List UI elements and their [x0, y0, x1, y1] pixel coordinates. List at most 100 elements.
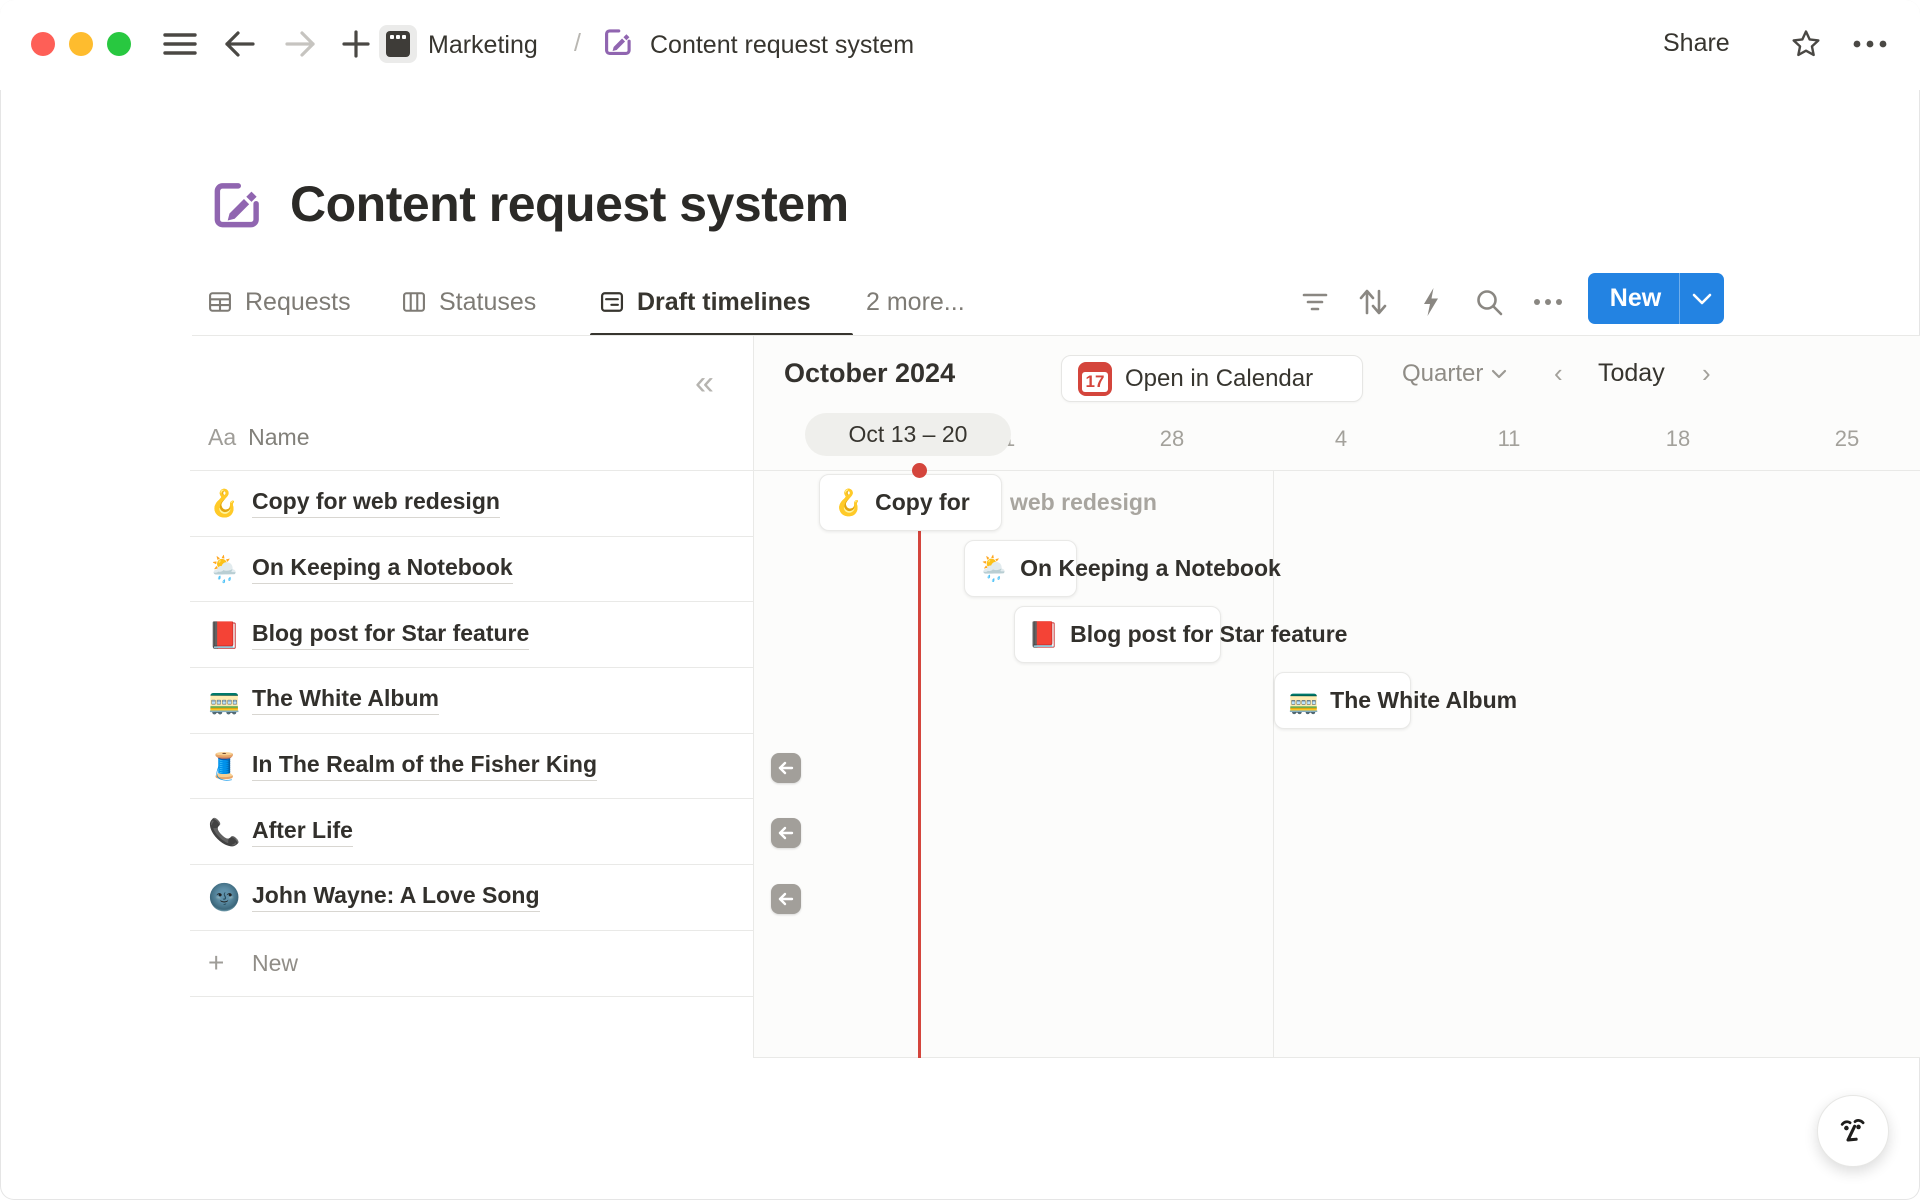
- text-property-icon: Aa: [208, 424, 237, 450]
- arrow-left-icon: [223, 29, 257, 59]
- timeline-next-button[interactable]: ›: [1702, 358, 1711, 388]
- lightning-icon: [1419, 286, 1443, 318]
- more-options-button[interactable]: [1848, 22, 1892, 66]
- week-label: 4: [1334, 426, 1348, 451]
- search-icon: [1474, 287, 1504, 317]
- chevron-down-icon: [1492, 369, 1507, 379]
- bar-title: The White Album: [1330, 687, 1518, 713]
- week-label: 11: [1497, 426, 1521, 451]
- traffic-zoom-button[interactable]: [107, 32, 131, 56]
- timeline-bar-copy-for-web-redesign[interactable]: 🪝 Copy for: [819, 474, 1002, 531]
- week-label: 25: [1834, 426, 1860, 451]
- timeline-table-panel: « Aa Name 🪝 Copy for web redesign 🌦️ On …: [190, 336, 753, 1058]
- board-view-icon: [400, 288, 428, 316]
- traffic-minimize-button[interactable]: [69, 32, 93, 56]
- bar-title: Copy for: [875, 489, 970, 515]
- breadcrumb-separator: /: [574, 29, 581, 57]
- tab-more-views[interactable]: 2 more...: [866, 280, 965, 324]
- bar-title: On Keeping a Notebook: [1020, 555, 1281, 581]
- tab-draft-timelines[interactable]: Draft timelines: [598, 280, 811, 324]
- traffic-close-button[interactable]: [31, 32, 55, 56]
- timeline-panel: October 2024 17 Open in Calendar Quarter…: [753, 336, 1920, 1058]
- calendar-icon: 17: [1078, 361, 1112, 396]
- timeline-bar-blog-post-for-star-feature[interactable]: 📕 Blog post for Star feature: [1014, 606, 1347, 663]
- view-options-button[interactable]: [1528, 282, 1568, 322]
- notion-ai-button[interactable]: [1817, 1095, 1889, 1167]
- row-emoji-icon: 📕: [208, 619, 241, 650]
- workspace-icon: [386, 31, 410, 57]
- table-row[interactable]: 🧵 In The Realm of the Fisher King: [190, 734, 753, 800]
- filter-button[interactable]: [1295, 282, 1335, 322]
- page-icon[interactable]: [206, 174, 268, 236]
- ellipsis-icon: [1852, 39, 1888, 49]
- row-emoji-icon: 🪝: [208, 488, 241, 519]
- automation-button[interactable]: [1411, 282, 1451, 322]
- page-title[interactable]: Content request system: [290, 176, 849, 232]
- scroll-to-bar-button[interactable]: [771, 884, 801, 914]
- breadcrumb-page-label[interactable]: Content request system: [650, 31, 915, 59]
- table-view-icon: [206, 288, 234, 316]
- star-icon: [1789, 27, 1823, 61]
- new-row-label: New: [252, 949, 299, 976]
- new-row-button[interactable]: + New: [190, 931, 753, 997]
- tab-label: Draft timelines: [637, 287, 811, 316]
- tab-label: 2 more...: [866, 287, 965, 316]
- favorite-button[interactable]: [1784, 22, 1828, 66]
- row-emoji-icon: 📞: [208, 816, 241, 847]
- chevron-down-icon: [1692, 293, 1712, 304]
- tab-label: Requests: [245, 287, 351, 316]
- date-row-divider: [754, 470, 1920, 471]
- sort-icon: [1357, 287, 1389, 317]
- row-emoji-icon: 🪝: [833, 488, 865, 517]
- week-label: 18: [1665, 426, 1691, 451]
- arrow-left-icon: [778, 826, 794, 840]
- search-view-button[interactable]: [1469, 282, 1509, 322]
- row-title: On Keeping a Notebook: [252, 554, 513, 585]
- timeline-today-button[interactable]: Today: [1598, 359, 1665, 387]
- timeline-prev-button[interactable]: ‹: [1554, 358, 1563, 388]
- sort-button[interactable]: [1353, 282, 1393, 322]
- tab-bar-divider: [192, 335, 1920, 336]
- sidebar-menu-button[interactable]: [158, 22, 202, 66]
- scroll-to-bar-button[interactable]: [771, 753, 801, 783]
- name-column-header[interactable]: Aa Name: [208, 424, 310, 451]
- row-emoji-icon: 🧵: [208, 751, 241, 782]
- row-emoji-icon: 🌦️: [208, 554, 241, 585]
- tab-statuses[interactable]: Statuses: [400, 280, 536, 324]
- table-row[interactable]: 🚃 The White Album: [190, 668, 753, 734]
- open-in-calendar-button[interactable]: 17 Open in Calendar: [1061, 355, 1363, 402]
- row-title: John Wayne: A Love Song: [252, 882, 540, 913]
- row-emoji-icon: 🌚: [208, 882, 241, 913]
- timeline-bar-on-keeping-a-notebook[interactable]: 🌦️ On Keeping a Notebook: [964, 540, 1281, 597]
- breadcrumb-workspace-label[interactable]: Marketing: [428, 31, 538, 59]
- forward-button[interactable]: [278, 22, 322, 66]
- row-title: Copy for web redesign: [252, 488, 500, 519]
- collapse-table-button[interactable]: «: [695, 364, 714, 402]
- table-row[interactable]: 📞 After Life: [190, 799, 753, 866]
- back-button[interactable]: [218, 22, 262, 66]
- new-tab-button[interactable]: [334, 22, 378, 66]
- timeline-zoom-selector[interactable]: Quarter: [1402, 360, 1507, 388]
- tab-label: Statuses: [439, 287, 537, 316]
- ai-face-icon: [1840, 1119, 1865, 1142]
- timeline-bar-the-white-album[interactable]: 🚃 The White Album: [1274, 672, 1517, 729]
- table-row[interactable]: 📕 Blog post for Star feature: [190, 602, 753, 669]
- new-record-button[interactable]: New: [1609, 284, 1662, 312]
- tab-requests[interactable]: Requests: [206, 280, 351, 324]
- plus-icon: [341, 29, 371, 59]
- table-row[interactable]: 🪝 Copy for web redesign: [190, 471, 753, 537]
- row-title: In The Realm of the Fisher King: [252, 751, 598, 782]
- scroll-to-bar-button[interactable]: [771, 818, 801, 848]
- hamburger-icon: [163, 31, 197, 57]
- table-row[interactable]: 🌚 John Wayne: A Love Song: [190, 865, 753, 931]
- row-emoji-icon: 🚃: [1288, 686, 1320, 715]
- calendar-icon-day: 17: [1082, 371, 1108, 392]
- week-label: 28: [1159, 426, 1185, 451]
- breadcrumb-workspace-item[interactable]: [379, 25, 417, 63]
- table-row[interactable]: 🌦️ On Keeping a Notebook: [190, 537, 753, 603]
- share-button[interactable]: Share: [1663, 29, 1730, 57]
- timeline-view-icon: [598, 288, 626, 316]
- new-record-dropdown-button[interactable]: [1680, 293, 1724, 305]
- window-titlebar: Marketing / Content request system Share: [0, 0, 1920, 90]
